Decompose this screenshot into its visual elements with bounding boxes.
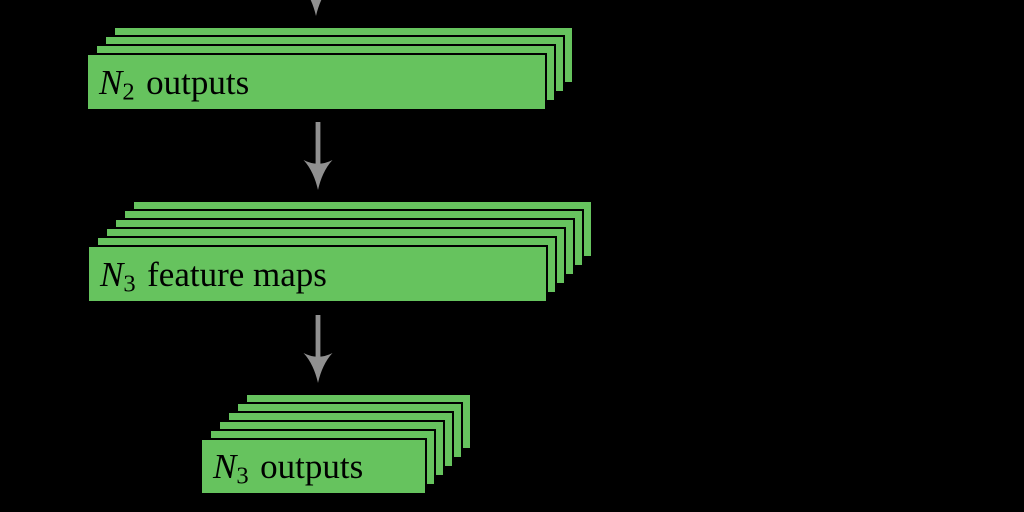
variable-name: N [99, 62, 123, 102]
down-arrow-icon [303, 122, 333, 190]
front-sheet: N3 feature maps [87, 245, 548, 303]
stack-label: N3 outputs [213, 447, 364, 488]
variable-name: N [100, 254, 124, 294]
label-text: outputs [146, 62, 250, 102]
stack-n3-feature-maps: N3 feature maps [87, 200, 593, 303]
stack-n3-outputs: N3 outputs [200, 393, 472, 495]
down-arrow-icon [310, 0, 322, 16]
stack-label: N2 outputs [99, 62, 250, 104]
front-sheet: N2 outputs [86, 53, 547, 111]
stack-label: N3 feature maps [100, 254, 327, 296]
variable-subscript: 3 [236, 462, 249, 490]
variable-subscript: 2 [122, 77, 135, 105]
label-text: feature maps [147, 254, 327, 294]
down-arrow-icon [303, 315, 333, 383]
stack-n2-outputs: N2 outputs [86, 26, 574, 111]
label-text: outputs [260, 447, 364, 486]
variable-subscript: 3 [123, 269, 136, 297]
front-sheet: N3 outputs [200, 438, 427, 495]
variable-name: N [213, 447, 237, 486]
